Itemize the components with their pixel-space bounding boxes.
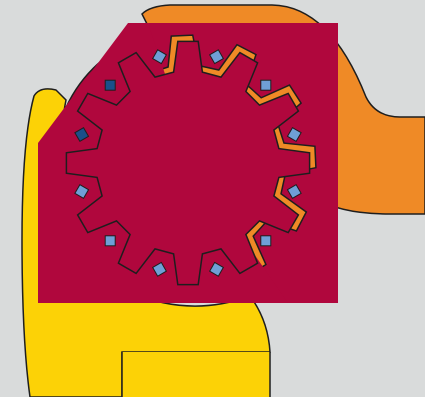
blue-pin-icon bbox=[260, 235, 272, 247]
inner-red-gear bbox=[65, 40, 311, 286]
blue-pin-icon bbox=[260, 79, 272, 91]
blue-pin-icon bbox=[286, 183, 302, 200]
pin-group bbox=[74, 49, 302, 277]
blue-pin-icon bbox=[151, 261, 168, 277]
blue-pin-icon bbox=[104, 79, 116, 91]
blue-pin-icon bbox=[74, 126, 90, 143]
blue-pin-icon bbox=[104, 235, 116, 247]
yellow-jaw-stem bbox=[122, 352, 270, 397]
blue-pin-icon bbox=[74, 183, 90, 200]
blue-pin-icon bbox=[208, 261, 225, 277]
blue-pin-icon bbox=[151, 49, 168, 65]
inner-gear bbox=[65, 40, 311, 286]
yellow-jaw-stem-edges bbox=[121, 352, 271, 397]
blue-pin-icon bbox=[208, 49, 225, 65]
blue-pin-icon bbox=[286, 126, 302, 143]
